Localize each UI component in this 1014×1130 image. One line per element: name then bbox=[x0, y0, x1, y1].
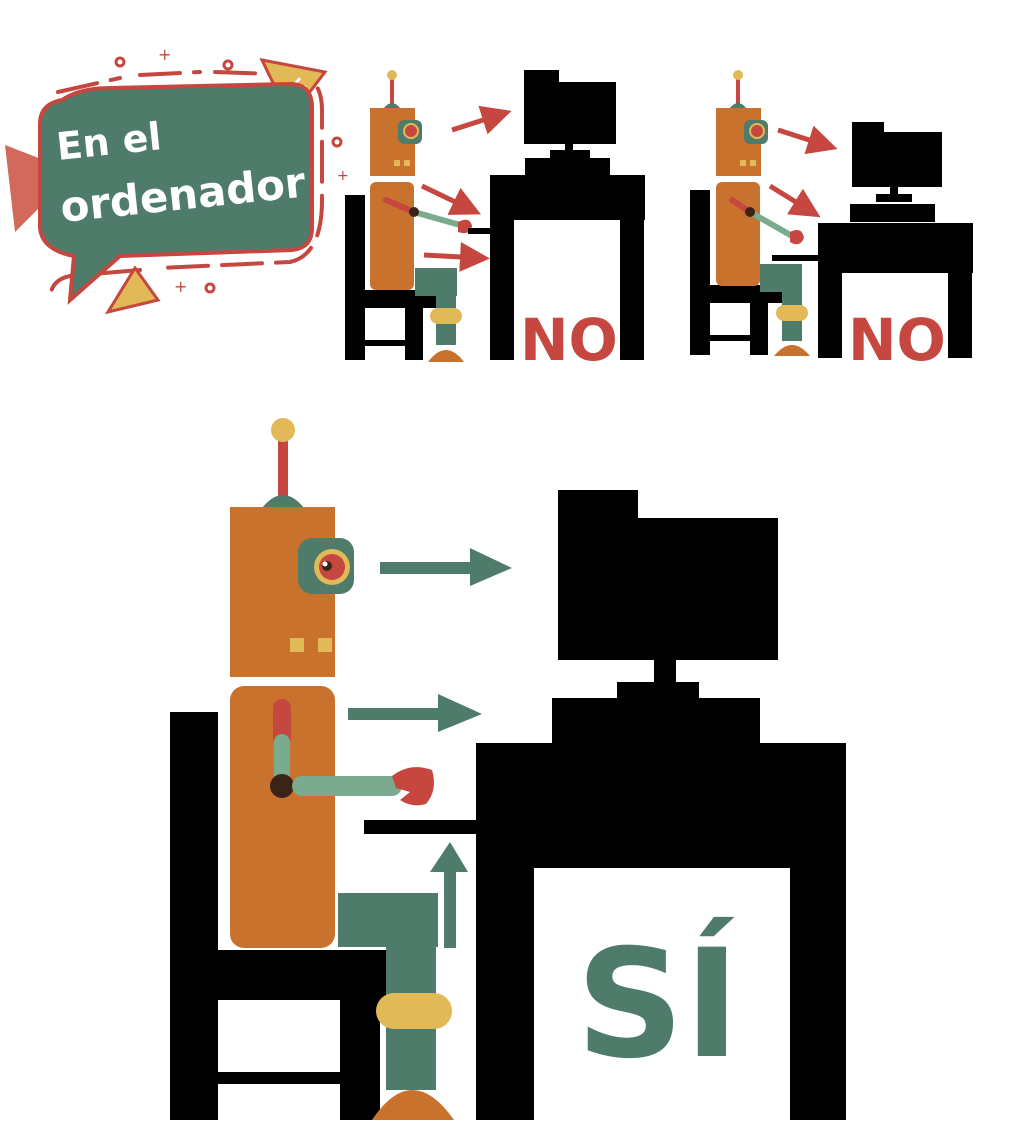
decor-dot bbox=[331, 136, 343, 148]
decor-dot bbox=[222, 59, 234, 71]
gaze-arrow bbox=[777, 125, 838, 155]
robot-body bbox=[230, 686, 335, 948]
banner-line1: En el bbox=[54, 114, 163, 169]
decor-plus: + bbox=[158, 45, 171, 64]
decor-plus: + bbox=[174, 277, 187, 296]
banner-dashed-frame bbox=[48, 70, 324, 302]
panel-1: NO bbox=[345, 70, 645, 374]
decor-plus: + bbox=[337, 168, 349, 184]
keyboard-tower bbox=[552, 698, 760, 746]
robot-body bbox=[370, 182, 414, 290]
arm-arrow bbox=[348, 694, 482, 732]
robot-eye bbox=[403, 123, 419, 139]
verdict-label: SÍ bbox=[576, 917, 740, 1092]
arm-arrow bbox=[420, 183, 482, 215]
robot-forearm bbox=[292, 776, 402, 796]
desk bbox=[772, 223, 973, 358]
computer bbox=[850, 122, 942, 222]
robot bbox=[716, 70, 810, 356]
robot-eye bbox=[749, 123, 765, 139]
robot-leg bbox=[338, 893, 438, 947]
desk bbox=[468, 175, 645, 360]
computer bbox=[524, 70, 616, 176]
panel-2: NO bbox=[690, 70, 973, 374]
gaze-arrow bbox=[380, 548, 512, 586]
keyboard-tray bbox=[364, 820, 478, 834]
decor-dot bbox=[114, 56, 126, 68]
desk bbox=[364, 743, 846, 1120]
verdict-label: NO bbox=[848, 306, 946, 374]
leg-arrow bbox=[423, 241, 490, 272]
verdict-label: NO bbox=[520, 306, 618, 374]
computer bbox=[552, 490, 778, 746]
robot bbox=[230, 418, 454, 1120]
chair bbox=[690, 190, 790, 355]
robot-hand bbox=[392, 767, 434, 806]
antenna-ball bbox=[271, 418, 295, 442]
banner-bubble bbox=[38, 81, 314, 305]
gaze-arrow bbox=[451, 105, 512, 135]
robot bbox=[370, 70, 472, 362]
decor-dot bbox=[204, 282, 216, 294]
decor-triangle-bottom bbox=[104, 265, 161, 315]
banner: + + + En el ordenador bbox=[5, 45, 349, 315]
robot-body bbox=[716, 182, 760, 286]
panel-3: SÍ bbox=[170, 418, 846, 1120]
arm-arrow bbox=[768, 183, 821, 218]
chair bbox=[345, 195, 445, 360]
posture-arrow bbox=[430, 842, 468, 948]
